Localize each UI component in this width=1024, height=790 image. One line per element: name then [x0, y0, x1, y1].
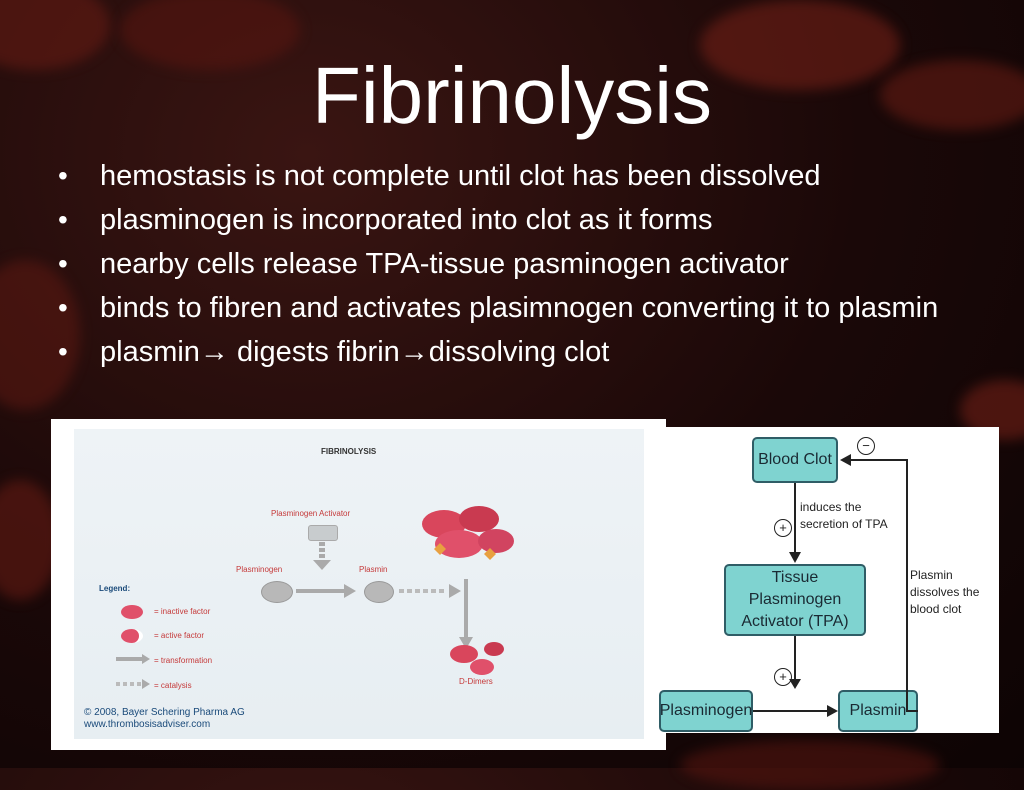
catalysis-arrow-icon — [399, 584, 461, 598]
fibrinolysis-illustration: FIBRINOLYSIS Plasminogen Activator Plasm… — [51, 419, 666, 750]
transformation-arrow-icon — [296, 584, 356, 598]
bullet-item: binds to fibren and activates plasimnoge… — [58, 290, 978, 326]
bullet-item: plasmin→ digests fibrin→dissolving clot — [58, 334, 978, 370]
dissolves-note: Plasmin dissolves the blood clot — [910, 568, 980, 616]
clot-illustration — [422, 506, 514, 560]
ddimers-label: D-Dimers — [459, 677, 493, 686]
blood-clot-box: Blood Clot — [752, 437, 838, 483]
plasminogen-box: Plasminogen — [659, 690, 753, 732]
background-cell — [680, 740, 940, 790]
flow-arrows — [753, 454, 918, 717]
plasmin-shape — [364, 581, 394, 603]
legend-transformation-arrow-icon — [116, 654, 150, 664]
bullet-item: plasminogen is incorporated into clot as… — [58, 202, 978, 238]
induces-note: induces the secretion of TPA — [800, 500, 888, 531]
ddimer-illustration — [450, 642, 504, 675]
illustration-canvas: FIBRINOLYSIS Plasminogen Activator Plasm… — [74, 429, 644, 739]
legend-inactive-shape — [121, 605, 143, 619]
legend-catalysis-arrow-icon — [116, 679, 150, 689]
plasminogen-shape — [261, 581, 293, 603]
copyright-text: © 2008, Bayer Schering Pharma AG — [84, 707, 245, 718]
plasmin-label: Plasmin — [359, 565, 388, 574]
legend-active-label: = active factor — [154, 631, 205, 640]
activator-label: Plasminogen Activator — [271, 509, 351, 518]
website-text: www.thrombosisadviser.com — [84, 719, 211, 730]
background-cell — [880, 60, 1024, 130]
bullet-item: nearby cells release TPA-tissue pasminog… — [58, 246, 978, 282]
bullet-item: hemostasis is not complete until clot ha… — [58, 158, 978, 194]
legend-title: Legend: — [99, 584, 131, 593]
tpa-flow-diagram: Blood Clot Tissue Plasminogen Activator … — [657, 427, 999, 733]
plus-sign-icon: + — [774, 519, 792, 537]
plasminogen-label: Plasminogen — [236, 565, 283, 574]
legend-transformation-label: = transformation — [154, 656, 213, 665]
plasmin-box: Plasmin — [838, 690, 918, 732]
plus-sign-icon: + — [774, 668, 792, 686]
minus-sign-icon: − — [857, 437, 875, 455]
background-cell — [120, 0, 300, 70]
down-dotted-arrow-icon — [313, 542, 331, 570]
legend-inactive-label: = inactive factor — [154, 607, 211, 616]
down-arrow-icon — [459, 579, 473, 649]
activator-shape — [308, 525, 338, 541]
background-cell — [700, 0, 900, 90]
legend-active-shape — [121, 629, 143, 643]
legend-catalysis-label: = catalysis — [154, 681, 192, 690]
illustration-heading: FIBRINOLYSIS — [321, 447, 377, 456]
slide-title: Fibrinolysis — [311, 51, 713, 140]
tpa-box: Tissue Plasminogen Activator (TPA) — [724, 564, 866, 636]
bullet-list: hemostasis is not complete until clot ha… — [58, 158, 978, 378]
